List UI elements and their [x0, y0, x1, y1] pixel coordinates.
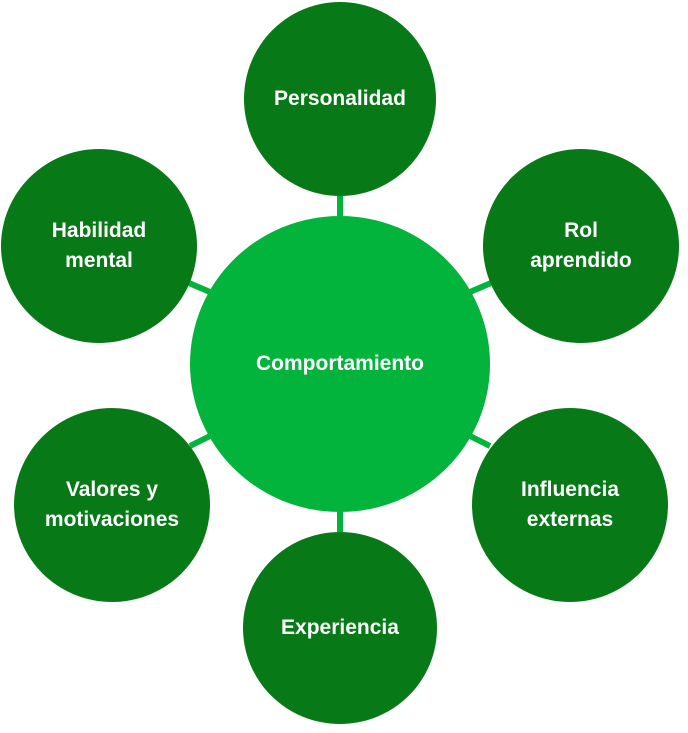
- node-label-influencia-externas: Influencia externas: [520, 478, 620, 531]
- node-personalidad: Personalidad: [244, 2, 436, 196]
- node-label-personalidad: Personalidad: [274, 87, 406, 110]
- center-node-comportamiento: Comportamiento: [190, 216, 490, 512]
- node-label-rol-aprendido: Rol aprendido: [530, 219, 632, 272]
- node-label-experiencia: Experiencia: [281, 616, 399, 639]
- node-label-valores-motivaciones: Valores y motivaciones: [44, 478, 180, 531]
- center-node-label: Comportamiento: [256, 352, 424, 375]
- connector-rol-aprendido: [468, 280, 493, 295]
- connector-influencia-externas: [468, 433, 492, 449]
- connector-habilidad-mental: [187, 280, 212, 295]
- node-habilidad-mental: Habilidad mental: [1, 149, 197, 343]
- node-experiencia: Experiencia: [243, 532, 437, 724]
- node-label-habilidad-mental: Habilidad mental: [51, 219, 147, 272]
- node-rol-aprendido: Rol aprendido: [483, 149, 679, 343]
- node-valores-motivaciones: Valores y motivaciones: [14, 408, 210, 602]
- node-influencia-externas: Influencia externas: [472, 408, 668, 602]
- connector-valores-motivaciones: [188, 433, 212, 449]
